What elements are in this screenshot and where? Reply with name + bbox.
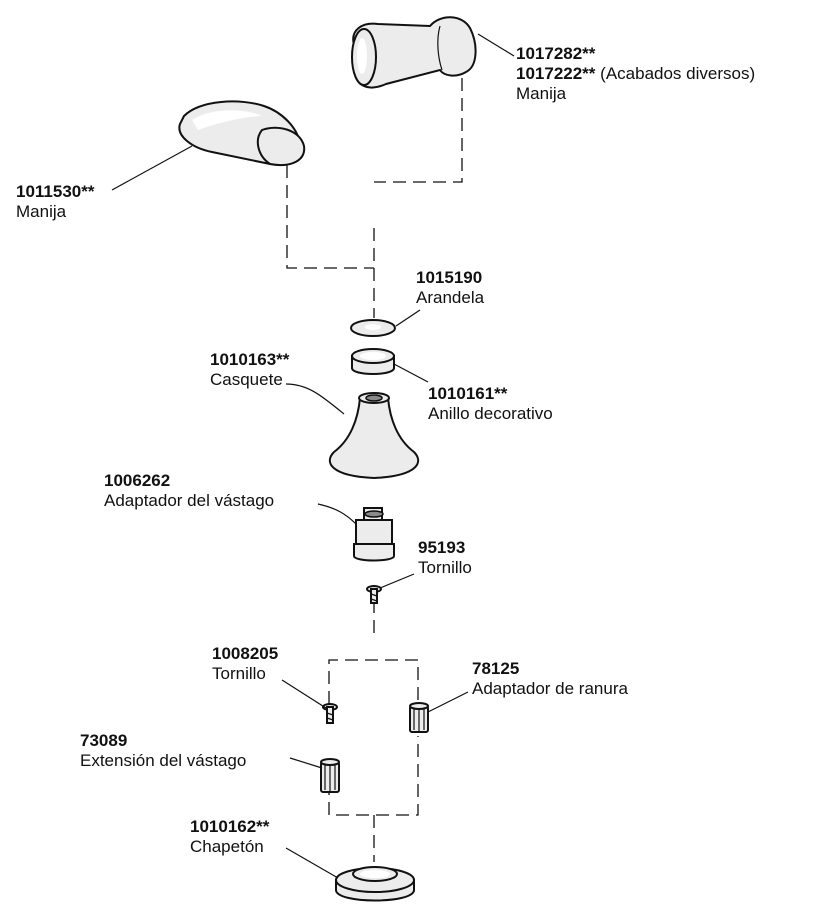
leader-blade-handle: [111, 145, 193, 191]
part-number: 1008205: [212, 644, 279, 663]
leader-stem-extension: [289, 757, 323, 769]
label-screw-1008205: 1008205 Tornillo: [212, 644, 278, 684]
part-name: Manija: [16, 202, 67, 221]
leader-stem-adapter: [317, 503, 357, 525]
part-name: Manija: [516, 84, 567, 103]
screw-1008205-drawing: [322, 703, 338, 724]
part-name: Tornillo: [212, 664, 266, 683]
part-note: (Acabados diversos): [600, 64, 756, 83]
leader-lever-handle: [477, 33, 515, 57]
dash-blade-handle: [286, 165, 374, 269]
part-number: 1010162**: [190, 817, 270, 836]
screw-95193-drawing: [366, 585, 382, 604]
label-lever-handle: 1017282** 1017222** (Acabados diversos) …: [516, 44, 755, 104]
part-name: Chapetón: [190, 837, 264, 856]
leader-trim-ring: [393, 363, 429, 383]
spline-adapter-drawing: [409, 702, 429, 733]
leader-escutcheon: [285, 847, 339, 879]
trim-ring-drawing: [351, 348, 395, 375]
part-name: Extensión del vástago: [80, 751, 247, 770]
part-name: Adaptador del vástago: [104, 491, 275, 510]
dash-upper-box: [328, 659, 419, 704]
part-name: Casquete: [210, 370, 283, 389]
part-number: 78125: [472, 659, 520, 678]
leader-screw-95193: [379, 573, 415, 589]
part-number: 95193: [418, 538, 466, 557]
leader-spline-adapter: [427, 691, 469, 713]
label-blade-handle: 1011530** Manija: [16, 182, 94, 222]
washer-drawing: [350, 319, 396, 337]
part-name: Adaptador de ranura: [472, 679, 628, 698]
part-name: Tornillo: [418, 558, 472, 577]
lever-handle-drawing: [351, 16, 477, 89]
label-stem-adapter: 1006262 Adaptador del vástago: [104, 471, 274, 511]
leader-lines: [111, 33, 515, 879]
part-number: 1017282**: [516, 44, 596, 63]
dash-lever-handle: [374, 78, 463, 183]
part-number: 1010163**: [210, 350, 290, 369]
part-name: Anillo decorativo: [428, 404, 553, 423]
stem-adapter-drawing: [353, 507, 395, 562]
dash-lower-box: [328, 736, 419, 816]
bonnet-drawing: [328, 392, 420, 480]
label-spline-adapter: 78125 Adaptador de ranura: [472, 659, 628, 699]
escutcheon-drawing: [335, 866, 415, 902]
part-number: 1006262: [104, 471, 171, 490]
label-screw-95193: 95193 Tornillo: [418, 538, 472, 578]
leader-washer: [395, 309, 421, 327]
part-number: 73089: [80, 731, 128, 750]
part-number-alt: 1017222** (Acabados diversos): [516, 64, 756, 83]
part-number: 1015190: [416, 268, 483, 287]
blade-handle-drawing: [178, 100, 306, 166]
label-stem-extension: 73089 Extensión del vástago: [80, 731, 246, 771]
label-trim-ring: 1010161** Anillo decorativo: [428, 384, 553, 424]
stem-extension-drawing: [320, 758, 340, 793]
label-escutcheon: 1010162** Chapetón: [190, 817, 269, 857]
label-washer: 1015190 Arandela: [416, 268, 484, 308]
part-name: Arandela: [416, 288, 485, 307]
part-number: 1010161**: [428, 384, 508, 403]
label-bonnet: 1010163** Casquete: [210, 350, 289, 390]
part-number: 1011530**: [16, 182, 95, 201]
leader-screw-1008205: [281, 679, 327, 709]
leader-bonnet: [285, 383, 345, 415]
